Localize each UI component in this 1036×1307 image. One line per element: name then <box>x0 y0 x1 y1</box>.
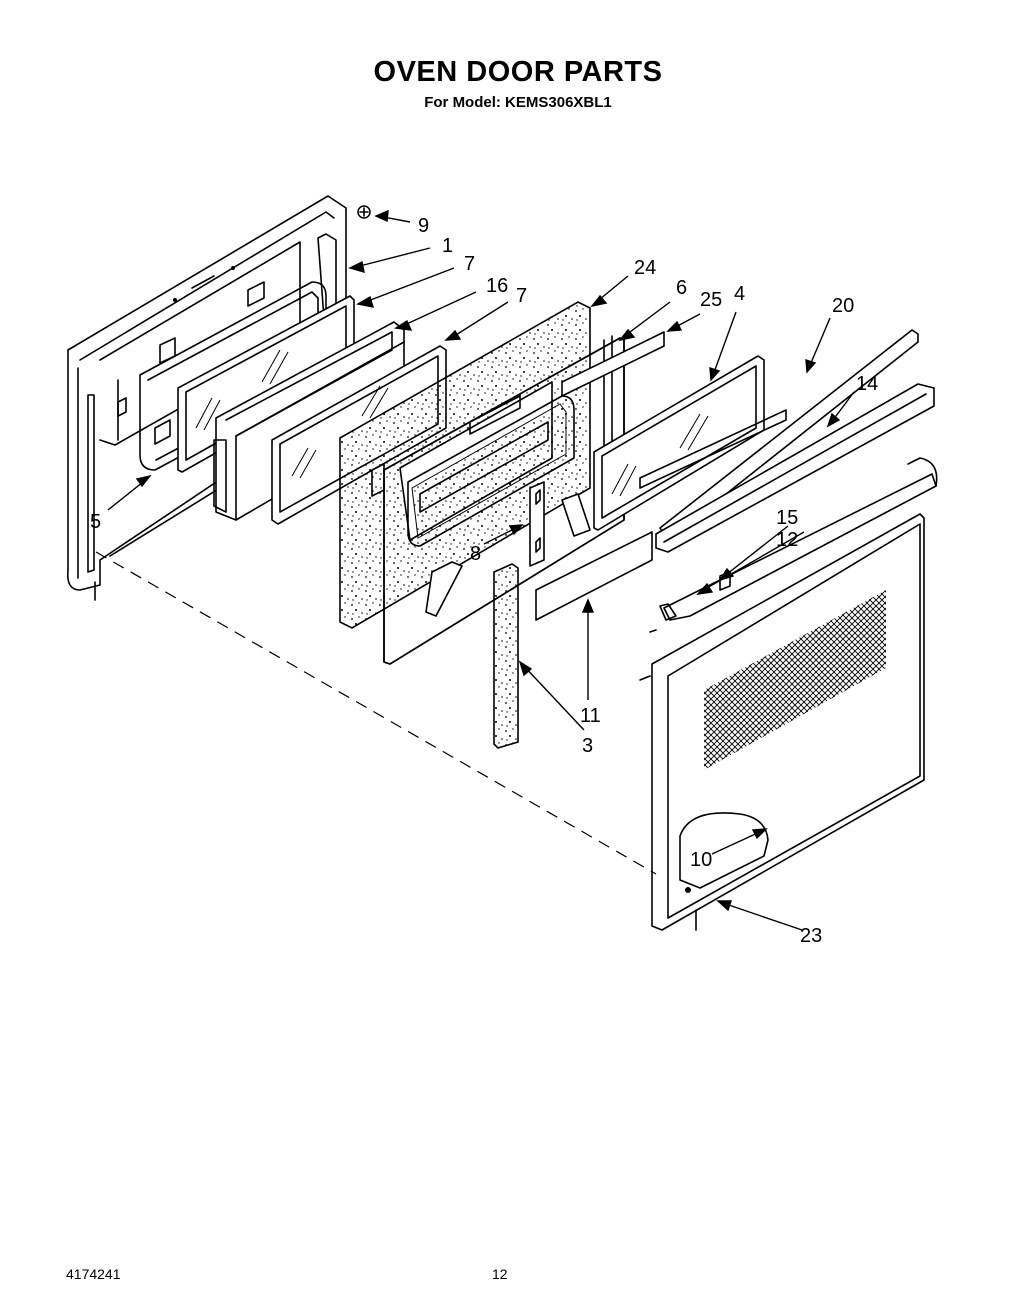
callout-6: 6 <box>676 277 687 299</box>
callout-8: 8 <box>470 543 481 565</box>
inner-door-liner <box>371 335 625 665</box>
callout-15: 15 <box>776 507 798 529</box>
wedge-blocks <box>425 493 591 617</box>
callout-16: 16 <box>486 275 508 297</box>
page-title: OVEN DOOR PARTS <box>373 56 663 88</box>
door-handle <box>659 457 938 621</box>
callout-14: 14 <box>856 373 878 395</box>
screw <box>357 205 371 219</box>
callout-20: 20 <box>832 295 854 317</box>
page-number: 12 <box>492 1266 508 1282</box>
model-subtitle: For Model: KEMS306XBL1 <box>424 94 612 111</box>
callout-labels: 9 1 7 16 7 24 6 25 4 20 14 5 15 12 8 11 … <box>90 215 878 947</box>
vent-trim <box>655 383 935 553</box>
callout-7-lower: 7 <box>516 285 527 307</box>
callout-3: 3 <box>582 735 593 757</box>
callout-25: 25 <box>700 289 722 311</box>
side-insulation-strip <box>493 563 519 749</box>
callout-5: 5 <box>90 511 101 533</box>
callout-4: 4 <box>734 283 745 305</box>
callout-23: 23 <box>800 925 822 947</box>
callout-1: 1 <box>442 235 453 257</box>
callout-7-upper: 7 <box>464 253 475 275</box>
lower-insulation-strip <box>535 531 653 621</box>
hinge-bracket <box>529 481 545 567</box>
callout-12: 12 <box>776 529 798 551</box>
document-number: 4174241 <box>66 1266 121 1282</box>
callout-24: 24 <box>634 257 656 279</box>
leader-lines <box>107 209 855 931</box>
outer-glass-panel <box>593 355 787 531</box>
outer-door-panel <box>639 513 925 931</box>
top-trim-strip <box>561 331 665 397</box>
callout-10: 10 <box>690 849 712 871</box>
callout-9: 9 <box>418 215 429 237</box>
alignment-line <box>95 551 657 875</box>
callout-11: 11 <box>580 705 601 727</box>
